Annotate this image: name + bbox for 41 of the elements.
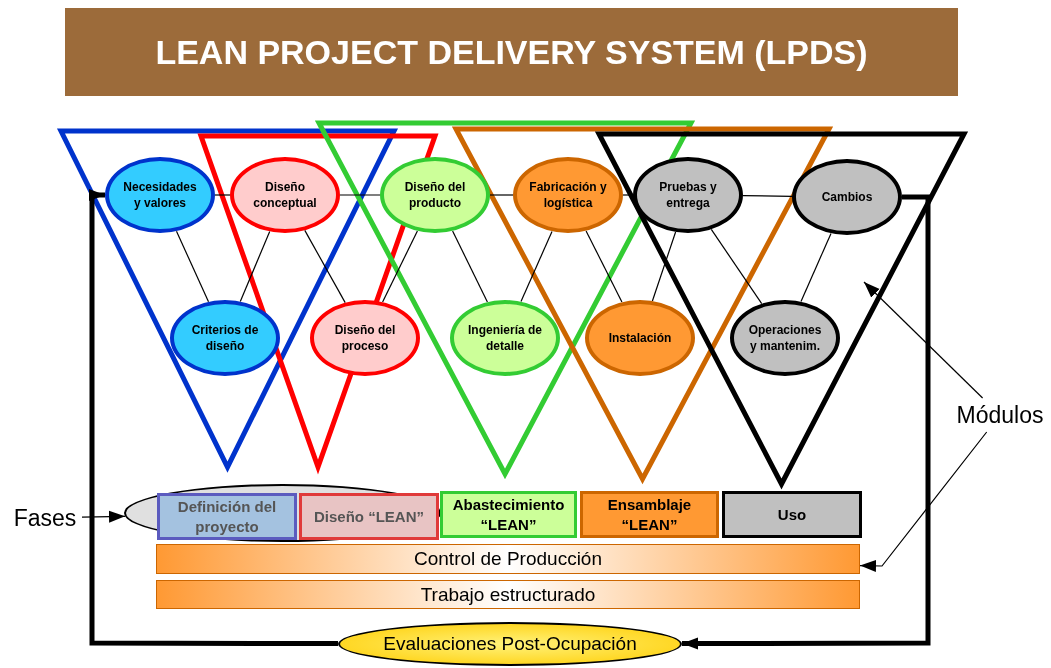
title-banner: LEAN PROJECT DELIVERY SYSTEM (LPDS) bbox=[65, 8, 958, 96]
leader-line bbox=[81, 510, 126, 523]
phase-box: Diseño “LEAN” bbox=[299, 493, 439, 540]
connector-line bbox=[520, 230, 553, 303]
process-band: Control de Producción bbox=[156, 544, 860, 574]
activity-ellipse: Ingeniería de detalle bbox=[450, 300, 560, 376]
connector-line bbox=[489, 194, 514, 196]
connector-line bbox=[175, 230, 210, 303]
feedback-arrow bbox=[89, 189, 338, 647]
phase-box: Definición del proyecto bbox=[157, 493, 297, 540]
side-label: Fases bbox=[8, 503, 82, 533]
connector-line bbox=[710, 228, 763, 305]
activity-ellipse: Criterios de diseño bbox=[170, 300, 280, 376]
activity-ellipse: Diseño del producto bbox=[380, 157, 490, 233]
phase-box: Abastecimiento “LEAN” bbox=[440, 491, 577, 538]
activity-ellipse: Diseño del proceso bbox=[310, 300, 420, 376]
connector-line bbox=[651, 231, 677, 302]
side-label: Módulos bbox=[950, 398, 1050, 432]
feedback-arrow bbox=[682, 194, 931, 650]
phase-box: Uso bbox=[722, 491, 862, 538]
activity-ellipse: Diseño conceptual bbox=[230, 157, 340, 233]
activity-ellipse: Fabricación y logística bbox=[513, 157, 623, 233]
connector-line bbox=[800, 232, 832, 303]
phase-box: Ensamblaje “LEAN” bbox=[580, 491, 719, 538]
connector-line bbox=[214, 194, 231, 196]
connector-line bbox=[339, 194, 381, 196]
connector-line bbox=[382, 230, 418, 303]
activity-ellipse: Cambios bbox=[792, 159, 902, 235]
leader-line bbox=[863, 281, 984, 399]
connector-line bbox=[742, 195, 793, 197]
activity-ellipse: Necesidades y valores bbox=[105, 157, 215, 233]
activity-ellipse: Pruebas y entrega bbox=[633, 157, 743, 233]
evaluation-ellipse: Evaluaciones Post-Ocupación bbox=[338, 622, 682, 666]
connector-line bbox=[452, 230, 488, 303]
activity-ellipse: Operaciones y mantenim. bbox=[730, 300, 840, 376]
connector-line bbox=[239, 230, 271, 303]
connector-line bbox=[304, 229, 346, 304]
connector-line bbox=[585, 230, 623, 303]
leader-line bbox=[859, 431, 988, 572]
activity-ellipse: Instalación bbox=[585, 300, 695, 376]
process-band: Trabajo estructurado bbox=[156, 580, 860, 609]
